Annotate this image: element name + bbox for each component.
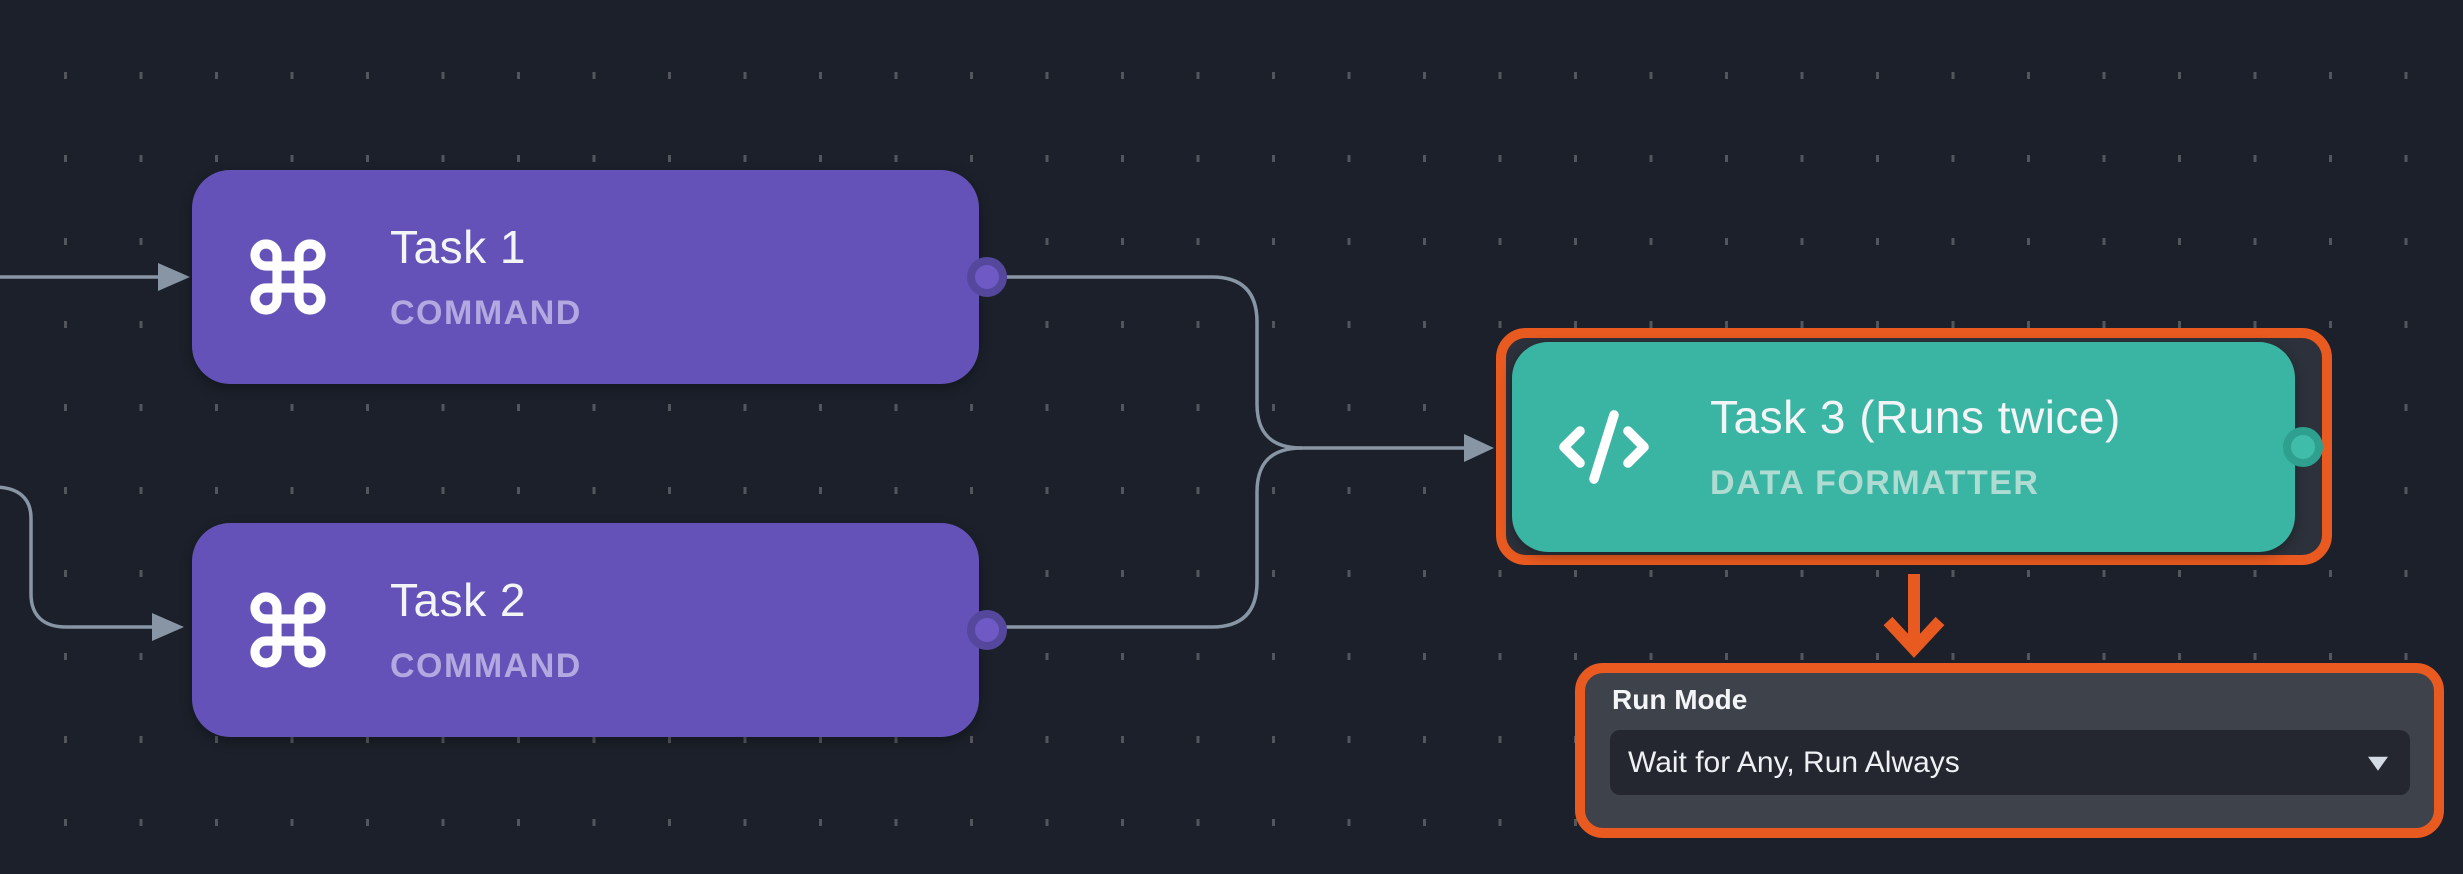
edge-into-task2 bbox=[0, 485, 152, 629]
node-subtitle: COMMAND bbox=[390, 647, 582, 685]
edge-into-task2-arrowhead bbox=[152, 613, 184, 641]
run-mode-dropdown[interactable]: Wait for Any, Run Always bbox=[1610, 730, 2410, 795]
edge-task2-to-task3 bbox=[987, 446, 1303, 629]
node-task-3[interactable]: Task 3 (Runs twice) DATA FORMATTER bbox=[1512, 342, 2323, 552]
node-title: Task 3 (Runs twice) bbox=[1710, 391, 2121, 443]
edge-task1-to-task3 bbox=[987, 275, 1464, 450]
output-port[interactable] bbox=[967, 257, 1007, 297]
node-task-1[interactable]: Task 1 COMMAND bbox=[192, 170, 1007, 384]
edge-into-task1-arrowhead bbox=[158, 263, 190, 291]
output-port[interactable] bbox=[2283, 427, 2323, 467]
code-icon bbox=[1556, 399, 1652, 495]
run-mode-label: Run Mode bbox=[1612, 684, 1748, 715]
run-mode-panel: Run Mode Wait for Any, Run Always bbox=[1575, 663, 2444, 838]
command-icon bbox=[244, 586, 332, 674]
run-mode-dropdown-value: Wait for Any, Run Always bbox=[1628, 745, 1960, 779]
node-subtitle: COMMAND bbox=[390, 294, 582, 332]
node-title: Task 2 bbox=[390, 574, 526, 626]
output-port[interactable] bbox=[967, 610, 1007, 650]
node-subtitle: DATA FORMATTER bbox=[1710, 464, 2040, 502]
caret-down-icon bbox=[2368, 756, 2388, 771]
node-title: Task 1 bbox=[390, 221, 526, 273]
edge-into-task3-arrowhead bbox=[1464, 434, 1494, 462]
node-task-2[interactable]: Task 2 COMMAND bbox=[192, 523, 1007, 737]
command-icon bbox=[244, 233, 332, 321]
